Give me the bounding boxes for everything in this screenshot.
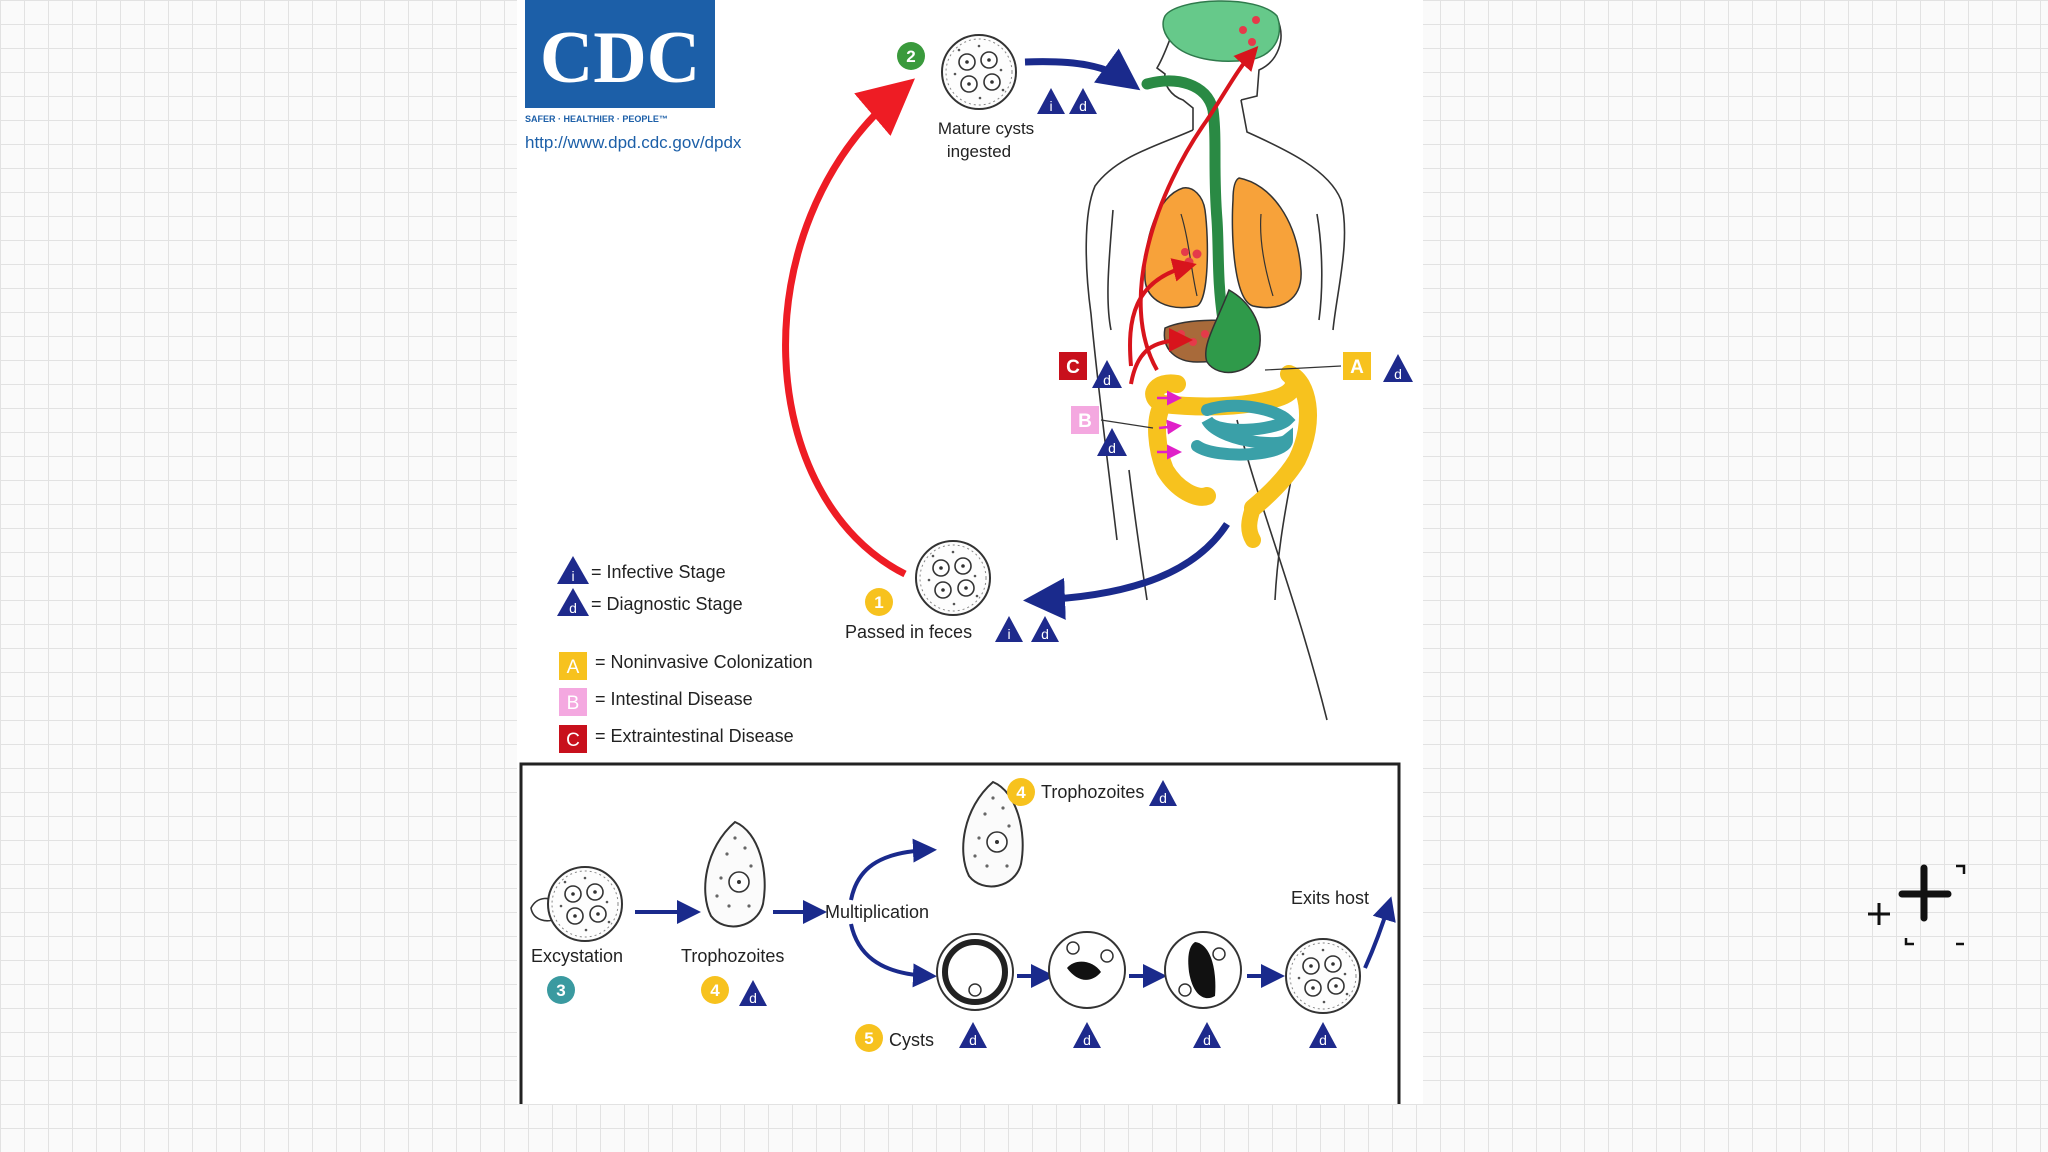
stage2-number-badge: [897, 42, 925, 70]
diagnostic-badge-s4: d: [739, 980, 767, 1006]
stage3-number: 3: [556, 981, 565, 1000]
svg-text:B: B: [567, 693, 580, 714]
svg-text:A: A: [567, 657, 580, 678]
legend-noninvasive: A = Noninvasive Colonization: [559, 652, 813, 680]
stage4-label: Trophozoites: [681, 946, 784, 966]
svg-text:d: d: [1108, 440, 1116, 456]
svg-text:d: d: [569, 600, 577, 616]
left-lung: [1144, 187, 1209, 309]
esophagus: [1141, 75, 1229, 326]
stage5-number: 5: [864, 1029, 873, 1048]
stage4-number-badge: [701, 976, 729, 1004]
svg-text:i: i: [1049, 98, 1052, 114]
cdc-logo-text: CDC: [540, 17, 700, 99]
stage4b-number-badge: [1007, 778, 1035, 806]
hematogenous-spread-arrow: [1138, 46, 1259, 371]
infective-badge-s1: i: [995, 616, 1023, 642]
svg-text:= Extraintestinal Disease: = Extraintestinal Disease: [595, 726, 794, 746]
svg-text:d: d: [1103, 372, 1111, 388]
stage1-number: 1: [874, 593, 883, 612]
immature-cyst-3: [1164, 931, 1242, 1009]
diagnostic-badge-c1: d: [959, 1022, 987, 1048]
intestinal-stages-inset: [519, 762, 1401, 1104]
stage3-number-badge: [547, 976, 575, 1004]
cyst-stage1: [915, 540, 991, 616]
ingestion-arrow: [1024, 48, 1141, 91]
diagram-canvas: CDC SAFER · HEALTHIER · PEOPLE™ http://w…: [519, 0, 1413, 1104]
svg-text:d: d: [969, 1032, 977, 1048]
svg-text:A: A: [1350, 357, 1364, 378]
svg-text:C: C: [566, 730, 580, 751]
immature-cyst-1: [936, 933, 1014, 1011]
diagnostic-badge-s1: d: [1031, 616, 1059, 642]
immature-cyst-2: [1048, 931, 1126, 1009]
infective-badge-s2: i: [1037, 88, 1065, 114]
svg-text:d: d: [749, 990, 757, 1006]
stage2-label-line2: ingested: [947, 142, 1011, 161]
passage-in-feces-arrow: [1023, 522, 1230, 620]
stage4b-number: 4: [1016, 783, 1026, 802]
svg-text:= Intestinal Disease: = Intestinal Disease: [595, 689, 753, 709]
stage1-label: Passed in feces: [845, 622, 972, 642]
svg-text:i: i: [1007, 626, 1010, 642]
mature-cyst-inset: [1285, 938, 1361, 1014]
marker-B: B d: [1071, 406, 1154, 456]
diagnostic-badge-s4b: d: [1149, 780, 1177, 806]
svg-text:d: d: [1203, 1032, 1211, 1048]
stage2-number: 2: [906, 47, 915, 66]
diagnostic-badge-c3: d: [1193, 1022, 1221, 1048]
svg-text:C: C: [1066, 357, 1080, 378]
svg-text:= Infective Stage: = Infective Stage: [591, 562, 726, 582]
marker-A: A d: [1264, 352, 1413, 382]
small-intestine: [1191, 399, 1296, 461]
excystation-label: Excystation: [531, 946, 623, 966]
marker-C: C d: [1059, 352, 1122, 388]
diagnostic-badge-c2: d: [1073, 1022, 1101, 1048]
cdc-logo: CDC SAFER · HEALTHIER · PEOPLE™: [525, 0, 715, 124]
legend-infective: i = Infective Stage: [557, 556, 726, 584]
svg-text:= Diagnostic Stage: = Diagnostic Stage: [591, 594, 743, 614]
legend: i = Infective Stage d = Diagnostic Stage…: [557, 556, 813, 753]
crosshair-cursor-icon: [1868, 864, 1966, 946]
stage5-number-badge: [855, 1024, 883, 1052]
svg-text:d: d: [1079, 98, 1087, 114]
svg-text:B: B: [1078, 411, 1092, 432]
cdc-tagline: SAFER · HEALTHIER · PEOPLE™: [525, 114, 668, 124]
stage4-number: 4: [710, 981, 720, 1000]
svg-text:d: d: [1041, 626, 1049, 642]
mature-cyst-stage2: [941, 34, 1017, 110]
exits-host-label: Exits host: [1291, 888, 1369, 908]
stage4b-label: Trophozoites: [1041, 782, 1144, 802]
stage1-number-badge: [865, 588, 893, 616]
brain-organ: [1162, 0, 1281, 62]
multiplication-label: Multiplication: [825, 902, 929, 922]
stage5-label: Cysts: [889, 1030, 934, 1050]
infective-cycle-arrow: [782, 78, 915, 578]
legend-diagnostic: d = Diagnostic Stage: [557, 588, 743, 616]
svg-text:d: d: [1083, 1032, 1091, 1048]
excystation-cyst: [530, 866, 623, 942]
diagnostic-badge-c4: d: [1309, 1022, 1337, 1048]
legend-extraintestinal: C = Extraintestinal Disease: [559, 725, 794, 753]
svg-text:= Noninvasive Colonization: = Noninvasive Colonization: [595, 652, 813, 672]
intestinal-lesion-arrows: [1157, 390, 1182, 460]
stage2-label: Mature cysts: [938, 119, 1034, 138]
right-lung: [1231, 177, 1302, 309]
svg-text:d: d: [1319, 1032, 1327, 1048]
svg-text:d: d: [1159, 790, 1167, 806]
svg-text:d: d: [1394, 366, 1402, 382]
life-cycle-diagram: CDC SAFER · HEALTHIER · PEOPLE™ http://w…: [517, 0, 1423, 1104]
stomach: [1205, 288, 1261, 374]
source-url: http://www.dpd.cdc.gov/dpdx: [525, 133, 742, 152]
svg-text:i: i: [571, 568, 574, 584]
legend-intestinal: B = Intestinal Disease: [559, 688, 753, 716]
diagnostic-badge-s2: d: [1069, 88, 1097, 114]
